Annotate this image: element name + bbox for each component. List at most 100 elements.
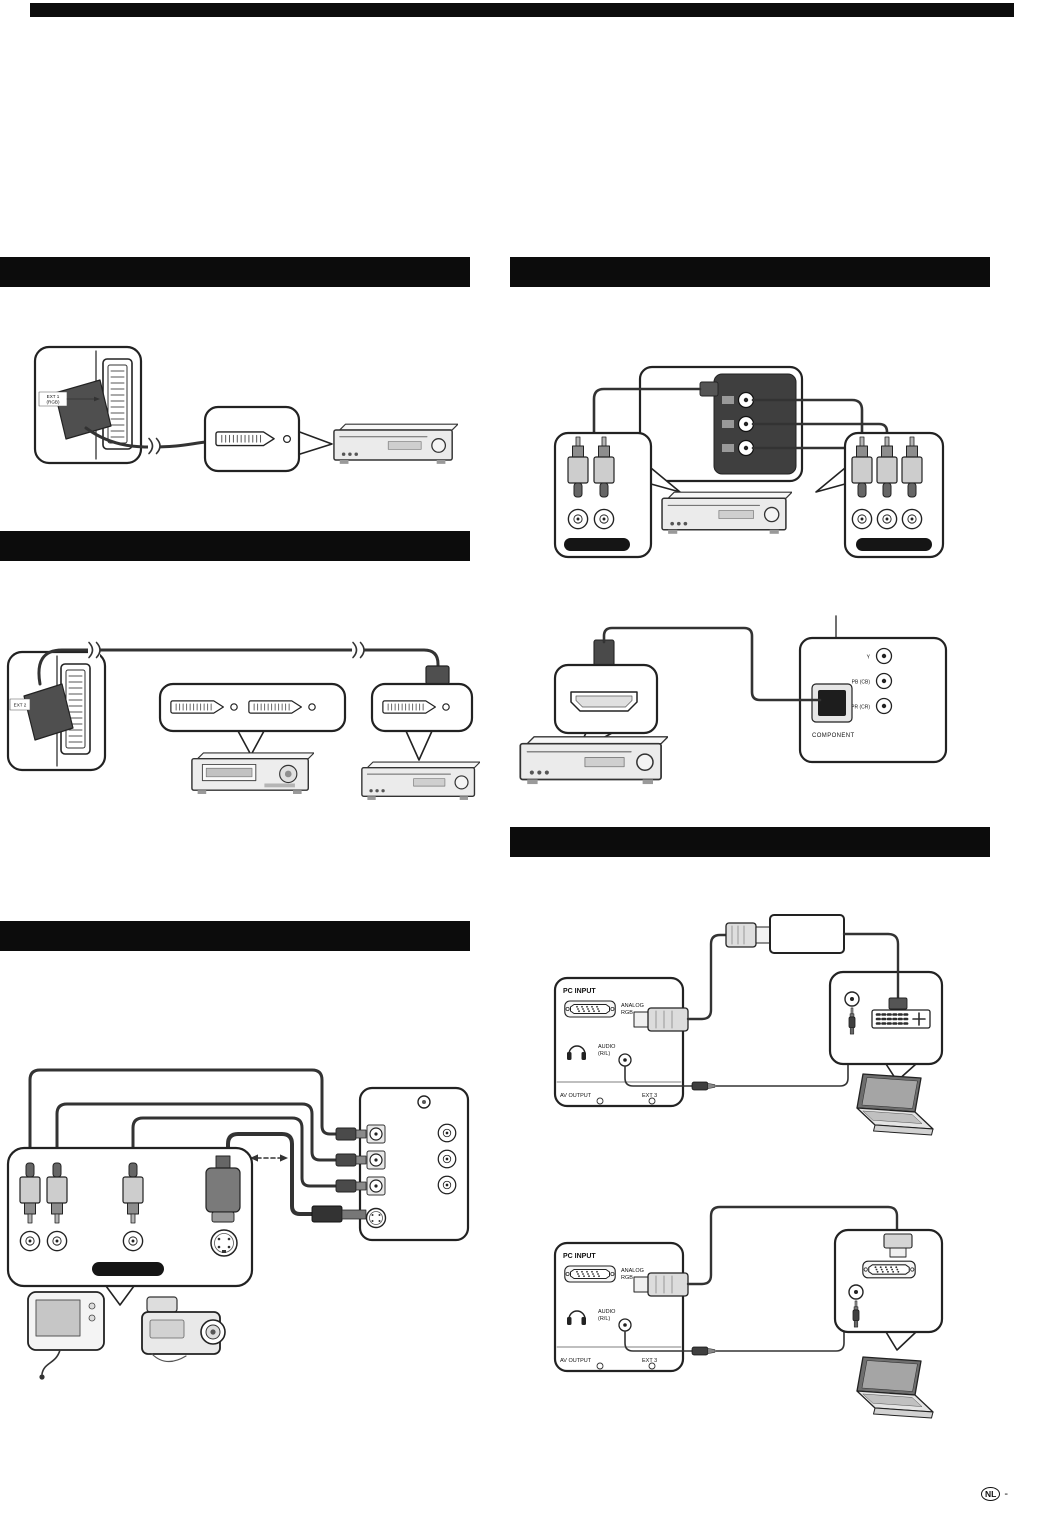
analog-label: ANALOG <box>621 1003 644 1009</box>
section-header-scart-dual <box>0 531 470 561</box>
component-hdmi-panel: Y PB (CB) PR (CR) COMPONENT <box>798 636 948 764</box>
callout-tail <box>237 730 265 756</box>
rca-plug-icon <box>335 1127 357 1141</box>
diagram-scart-to-recorder: EXT 1 (RGB) <box>33 345 458 473</box>
scart-plug <box>54 379 112 440</box>
audio-cable <box>592 387 702 435</box>
label-pill <box>564 538 630 551</box>
diagram-component-connection <box>553 365 945 559</box>
av-input-panel <box>311 1086 470 1242</box>
callout-tail <box>815 467 846 493</box>
callout-tail <box>885 1331 917 1351</box>
svideo-connector-icon <box>205 1155 241 1257</box>
connector-callout <box>6 1146 254 1288</box>
hdmi-plug-icon <box>818 690 846 716</box>
scart-connector-icon <box>215 431 275 447</box>
scart-connector-icon <box>248 700 302 714</box>
section-header-av-inputs <box>0 921 470 951</box>
audio-cable <box>715 1063 849 1087</box>
rca-jack-icon <box>437 1149 457 1169</box>
rca-jack-icon <box>901 508 923 530</box>
pc-connector-callout <box>833 1228 944 1334</box>
diagram-scart-two-devices: EXT 2 <box>6 641 480 801</box>
vga-cable <box>686 933 728 1021</box>
page-number-marker: NL - <box>981 1487 1008 1501</box>
rca-plug-icon <box>335 1179 357 1193</box>
recorder-device <box>333 423 458 465</box>
pc-input-label: PC INPUT <box>563 988 596 995</box>
mini-plug-icon <box>691 1081 709 1091</box>
audio-plug-icon <box>699 381 719 397</box>
scart-connector-icon <box>382 700 436 714</box>
ext1-label-line2: (RGB) <box>46 400 59 405</box>
dvd-player-device <box>361 761 480 801</box>
scart-plug <box>23 683 74 741</box>
scart-cable <box>37 648 440 686</box>
headphones-icon <box>568 1310 586 1320</box>
scart-plug-end <box>425 665 450 685</box>
pc-input-label: PC INPUT <box>563 1253 596 1260</box>
rca-jack-icon <box>46 1230 68 1252</box>
callout-tail <box>296 430 333 456</box>
top-header-rule <box>30 3 1014 17</box>
vga-port-icon <box>862 1260 916 1279</box>
jack-label-pr: PR (CR) <box>851 705 870 711</box>
vga-port-icon <box>564 1000 616 1018</box>
cable-break-icon <box>88 641 94 659</box>
diagram-hdmi-connection: Y PB (CB) PR (CR) COMPONENT <box>519 615 948 785</box>
analog-label: ANALOG <box>621 1268 644 1274</box>
ext2-label: EXT 2 <box>14 703 27 708</box>
callout-tail <box>405 730 433 761</box>
vga-plug-icon <box>647 1272 689 1297</box>
av-output-label: AV OUTPUT <box>560 1093 592 1099</box>
rca-jack-icon <box>122 1230 144 1252</box>
audio-label: AUDIO <box>598 1044 616 1050</box>
audio-cable <box>624 1065 693 1087</box>
hdmi-plug-icon <box>593 639 615 669</box>
rgb-label: RGB <box>621 1275 633 1281</box>
vga-port-icon <box>564 1265 616 1283</box>
diagram-pc-dvi-connection: PC INPUT ANALOG RGB AUDIO (R/L) AV OUTPU… <box>553 914 944 1136</box>
rca-jack-icon <box>876 508 898 530</box>
rgb-label: RGB <box>621 1010 633 1016</box>
headphones-icon <box>568 1045 586 1055</box>
audio-cable <box>624 1330 693 1352</box>
scart-connector-icon <box>170 700 224 714</box>
vga-plug-icon <box>647 1007 689 1032</box>
vcr-device <box>191 752 314 795</box>
cable-break-icon <box>148 437 154 455</box>
dvi-plug-icon <box>888 997 908 1010</box>
rca-jack-icon <box>851 508 873 530</box>
ext3-label: EXT 3 <box>642 1358 657 1364</box>
vga-plug-icon <box>883 1233 913 1249</box>
section-header-component <box>510 257 990 287</box>
section-header-pc <box>510 827 990 857</box>
ext1-label-line1: EXT 1 <box>47 394 60 399</box>
rca-jack-icon <box>437 1175 457 1195</box>
audio-cable <box>28 1068 338 1150</box>
svideo-plug-icon <box>311 1205 343 1223</box>
rca-jack-icon <box>567 508 589 530</box>
portable-player-device <box>27 1291 105 1380</box>
label-pill <box>856 538 932 551</box>
dvd-player-device <box>519 735 668 785</box>
audio-cable <box>55 1102 338 1162</box>
diagram-av-video-inputs <box>6 1068 470 1380</box>
video-cable <box>131 1116 338 1188</box>
rca-jack-icon <box>593 508 615 530</box>
camcorder-device <box>141 1296 226 1363</box>
dvi-vga-adapter <box>725 914 845 954</box>
mini-plug-icon <box>691 1346 709 1356</box>
component-label: COMPONENT <box>812 733 855 739</box>
vga-cable <box>686 1205 899 1286</box>
ext3-label: EXT 3 <box>642 1093 657 1099</box>
language-badge: NL <box>981 1487 1001 1501</box>
dvi-cable <box>842 932 900 974</box>
audio-rl-label: (R/L) <box>598 1051 610 1057</box>
av-output-label: AV OUTPUT <box>560 1358 592 1364</box>
laptop-device <box>856 1356 934 1419</box>
label-arrow-icon <box>94 396 100 402</box>
scart-port <box>102 358 133 450</box>
